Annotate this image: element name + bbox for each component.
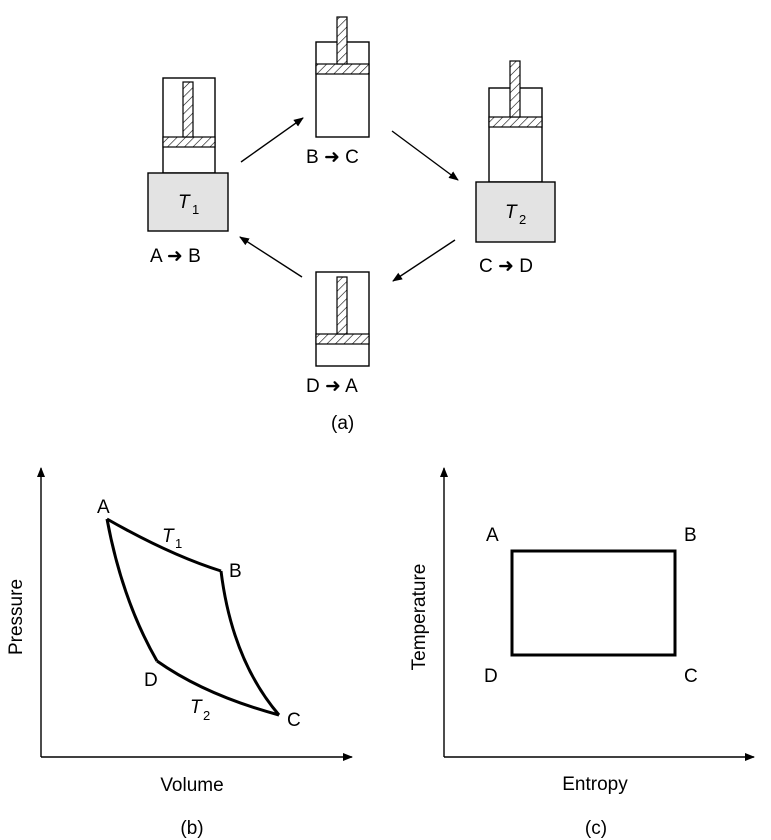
cold-reservoir — [475, 181, 556, 243]
cycle-rectangle — [510, 549, 677, 657]
piston-head — [315, 333, 370, 345]
point-d-label: D — [484, 666, 498, 687]
stage-b-to-c: B ➜ C — [306, 16, 370, 168]
hot-reservoir-subscript: 1 — [192, 202, 199, 217]
y-axis-label: Temperature — [409, 564, 430, 671]
point-b-label: B — [229, 561, 242, 582]
cold-reservoir-subscript: 2 — [519, 212, 526, 227]
stage-c-to-d: T 2 C ➜ D — [475, 60, 556, 277]
arrow-bc-to-cd — [391, 130, 459, 181]
panel-a-caption: (a) — [331, 413, 354, 434]
piston-head — [162, 136, 216, 148]
panel-b-caption: (b) — [180, 818, 203, 839]
stage-label-bc: B ➜ C — [306, 147, 359, 168]
isotherm-cold-curve — [156, 659, 280, 717]
panel-b-pv-diagram: A B C D T 1 T 2 Pressure Volume (b) — [6, 467, 353, 839]
piston-rod — [509, 60, 521, 118]
isotherm-hot-symbol: T — [162, 526, 175, 547]
isotherm-hot-subscript: 1 — [175, 536, 182, 551]
hot-reservoir-symbol: T — [178, 192, 191, 213]
point-c-label: C — [684, 666, 698, 687]
isotherm-hot-curve — [106, 517, 222, 573]
adiabat-da-curve — [105, 518, 159, 662]
point-d-label: D — [144, 670, 158, 691]
stage-d-to-a: D ➜ A — [306, 271, 370, 397]
arrow-cd-to-da — [392, 239, 456, 282]
piston-head — [315, 63, 370, 75]
panel-c-ts-diagram: A B C D Temperature Entropy (c) — [409, 467, 755, 839]
isotherm-cold-symbol: T — [190, 697, 203, 718]
point-a-label: A — [97, 497, 110, 518]
panel-c-caption: (c) — [585, 818, 607, 839]
x-axis-label: Volume — [160, 775, 223, 796]
piston-rod — [336, 276, 348, 335]
stage-label-cd: C ➜ D — [479, 256, 533, 277]
hot-reservoir — [147, 172, 229, 232]
y-axis-label: Pressure — [6, 579, 27, 655]
cylinder — [315, 271, 370, 367]
arrow-da-to-ab — [239, 236, 303, 278]
piston-head — [488, 116, 543, 128]
piston-rod — [336, 16, 348, 65]
stage-label-ab: A ➜ B — [150, 246, 201, 267]
adiabat-bc-curve — [219, 570, 281, 716]
point-b-label: B — [684, 525, 697, 546]
point-c-label: C — [287, 710, 301, 731]
arrow-ab-to-bc — [240, 117, 304, 163]
isotherm-cold-subscript: 2 — [203, 708, 210, 723]
panel-a-engine-cycle: T 1 A ➜ B B ➜ C T 2 C ➜ D D ➜ A — [147, 16, 556, 434]
x-axis-label: Entropy — [562, 774, 628, 795]
stage-label-da: D ➜ A — [306, 376, 358, 397]
stage-a-to-b: T 1 A ➜ B — [147, 77, 229, 267]
point-a-label: A — [486, 525, 499, 546]
cold-reservoir-symbol: T — [505, 202, 518, 223]
piston-rod — [182, 81, 194, 138]
